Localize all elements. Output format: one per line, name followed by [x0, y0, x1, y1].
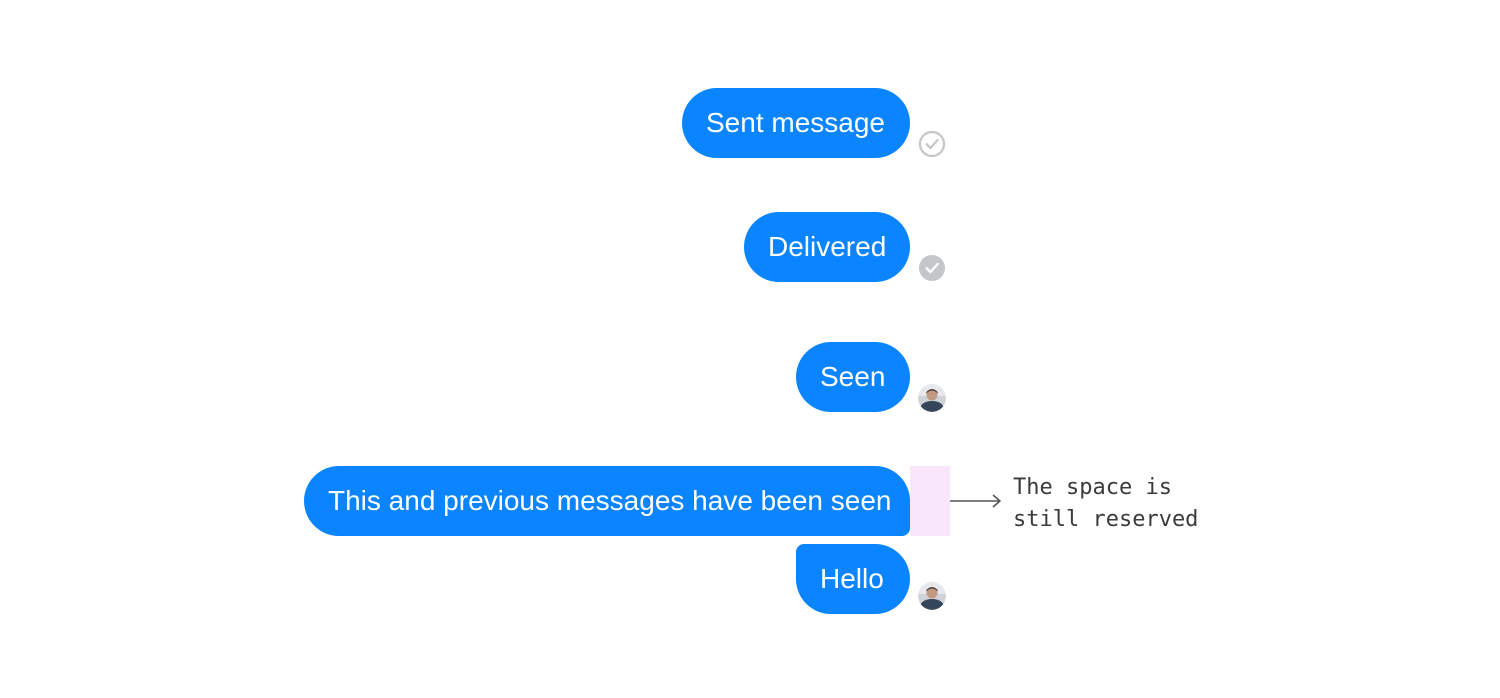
seen-avatar [918, 582, 946, 610]
message-bubble-delivered[interactable]: Delivered [744, 212, 910, 282]
message-bubble-seen-long[interactable]: This and previous messages have been see… [304, 466, 910, 536]
reserved-indicator-space [910, 466, 950, 536]
message-bubble-seen[interactable]: Seen [796, 342, 910, 412]
check-outline-icon [918, 130, 946, 158]
annotation-note: The space is still reserved [1013, 472, 1253, 536]
check-filled-icon [919, 255, 945, 281]
message-bubble-sent[interactable]: Sent message [682, 88, 910, 158]
annotation-line-2: still reserved [1013, 507, 1199, 532]
seen-avatar [918, 384, 946, 412]
arrow-right-icon [950, 494, 1001, 508]
annotation-line-1: The space is [1013, 475, 1172, 500]
message-bubble-hello[interactable]: Hello [796, 544, 910, 614]
